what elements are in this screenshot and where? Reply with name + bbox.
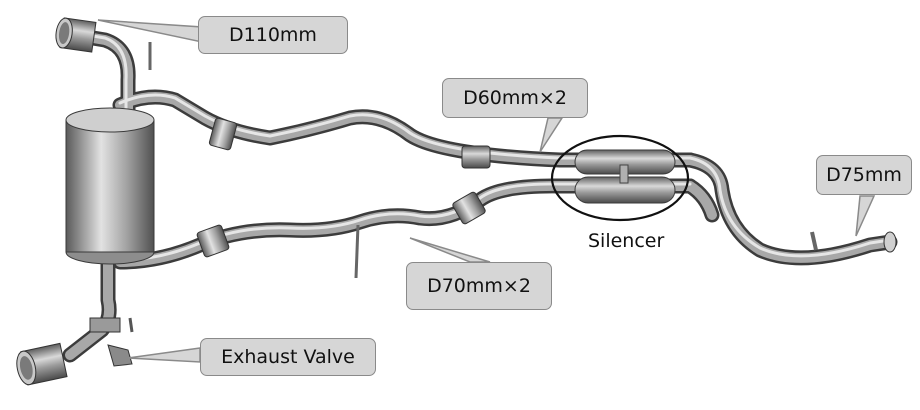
callout-exhaust-valve: Exhaust Valve (200, 338, 376, 376)
callout-tip-diameter: D110mm (198, 16, 348, 54)
silencer-canisters (574, 149, 676, 204)
callout-front-pipe-diameter: D60mm×2 (442, 78, 588, 118)
pipe-clamps (148, 42, 818, 279)
silencer-label: Silencer (588, 230, 665, 252)
callout-inlet-diameter: D75mm (816, 155, 912, 195)
muffler (65, 107, 155, 265)
callout-pointers (97, 19, 876, 363)
callout-mid-pipe-diameter: D70mm×2 (406, 262, 552, 310)
pipe-network (62, 27, 898, 363)
exhaust-tips (16, 17, 897, 386)
exhaust-valve-part (89, 317, 134, 367)
silencer-highlight-ring (550, 134, 690, 222)
